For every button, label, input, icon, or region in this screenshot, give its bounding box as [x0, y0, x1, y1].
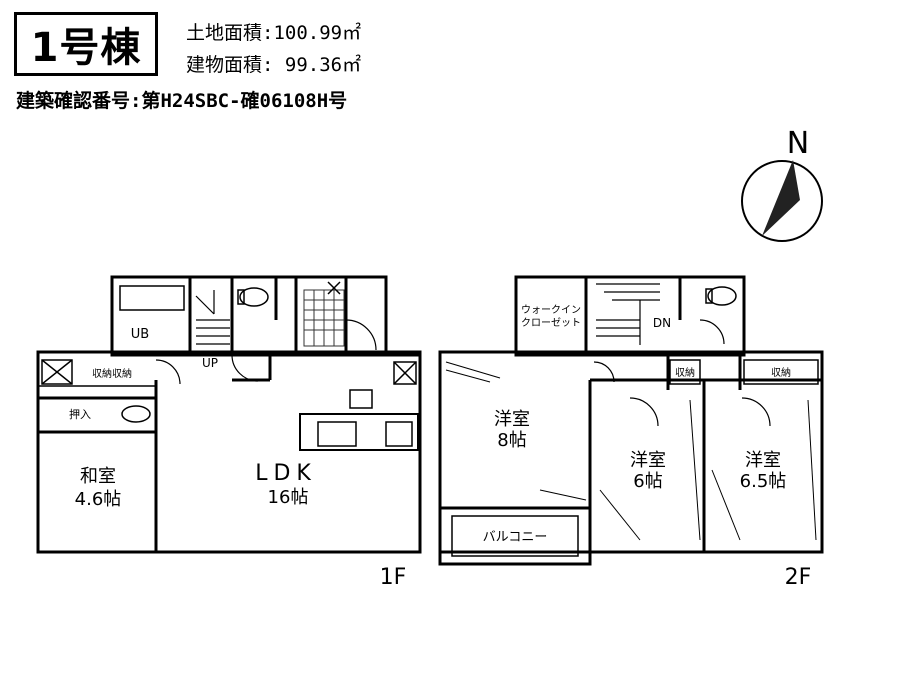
- room-65-name-label: 洋室: [745, 450, 781, 471]
- building-number-label: 1号棟: [14, 12, 158, 76]
- storage-a-label: 収納: [675, 366, 695, 379]
- washitsu-name-label: 和室: [80, 466, 116, 487]
- building-area-text: 建物面積: 99.36㎡: [186, 54, 362, 76]
- washitsu-size-label: 4.6帖: [75, 489, 122, 510]
- storage-b-label: 収納: [771, 366, 791, 379]
- closet-label: 収納収納: [92, 367, 132, 380]
- wic-label-line2: クローゼット: [521, 317, 581, 329]
- room-6-name-label: 洋室: [630, 450, 666, 471]
- up-stairs-label: UP: [202, 356, 218, 370]
- balcony-label: バルコニー: [483, 530, 548, 545]
- room-8-name-label: 洋室: [494, 409, 530, 430]
- floor-1-label: 1F: [380, 565, 407, 590]
- certification-number-text: 建築確認番号:第H24SBC-確06108H号: [16, 90, 348, 112]
- room-8-size-label: 8帖: [497, 430, 526, 451]
- ldk-name-label: LDK: [255, 461, 317, 486]
- wic-label-line1: ウォークイン: [521, 304, 581, 316]
- floor-1-plan: [36, 275, 422, 554]
- floor-2-label: 2F: [785, 565, 812, 590]
- compass-icon: N: [741, 126, 823, 242]
- room-6-size-label: 6帖: [633, 471, 662, 492]
- land-area-text: 土地面積:100.99㎡: [186, 22, 362, 44]
- room-65-size-label: 6.5帖: [740, 471, 787, 492]
- dn-stairs-label: DN: [653, 316, 671, 330]
- ldk-size-label: 16帖: [268, 487, 309, 508]
- oshiire-label: 押入: [69, 407, 91, 421]
- compass-north-label: N: [787, 126, 809, 161]
- floor-2-plan: [438, 275, 824, 566]
- ub-label: UB: [131, 327, 149, 342]
